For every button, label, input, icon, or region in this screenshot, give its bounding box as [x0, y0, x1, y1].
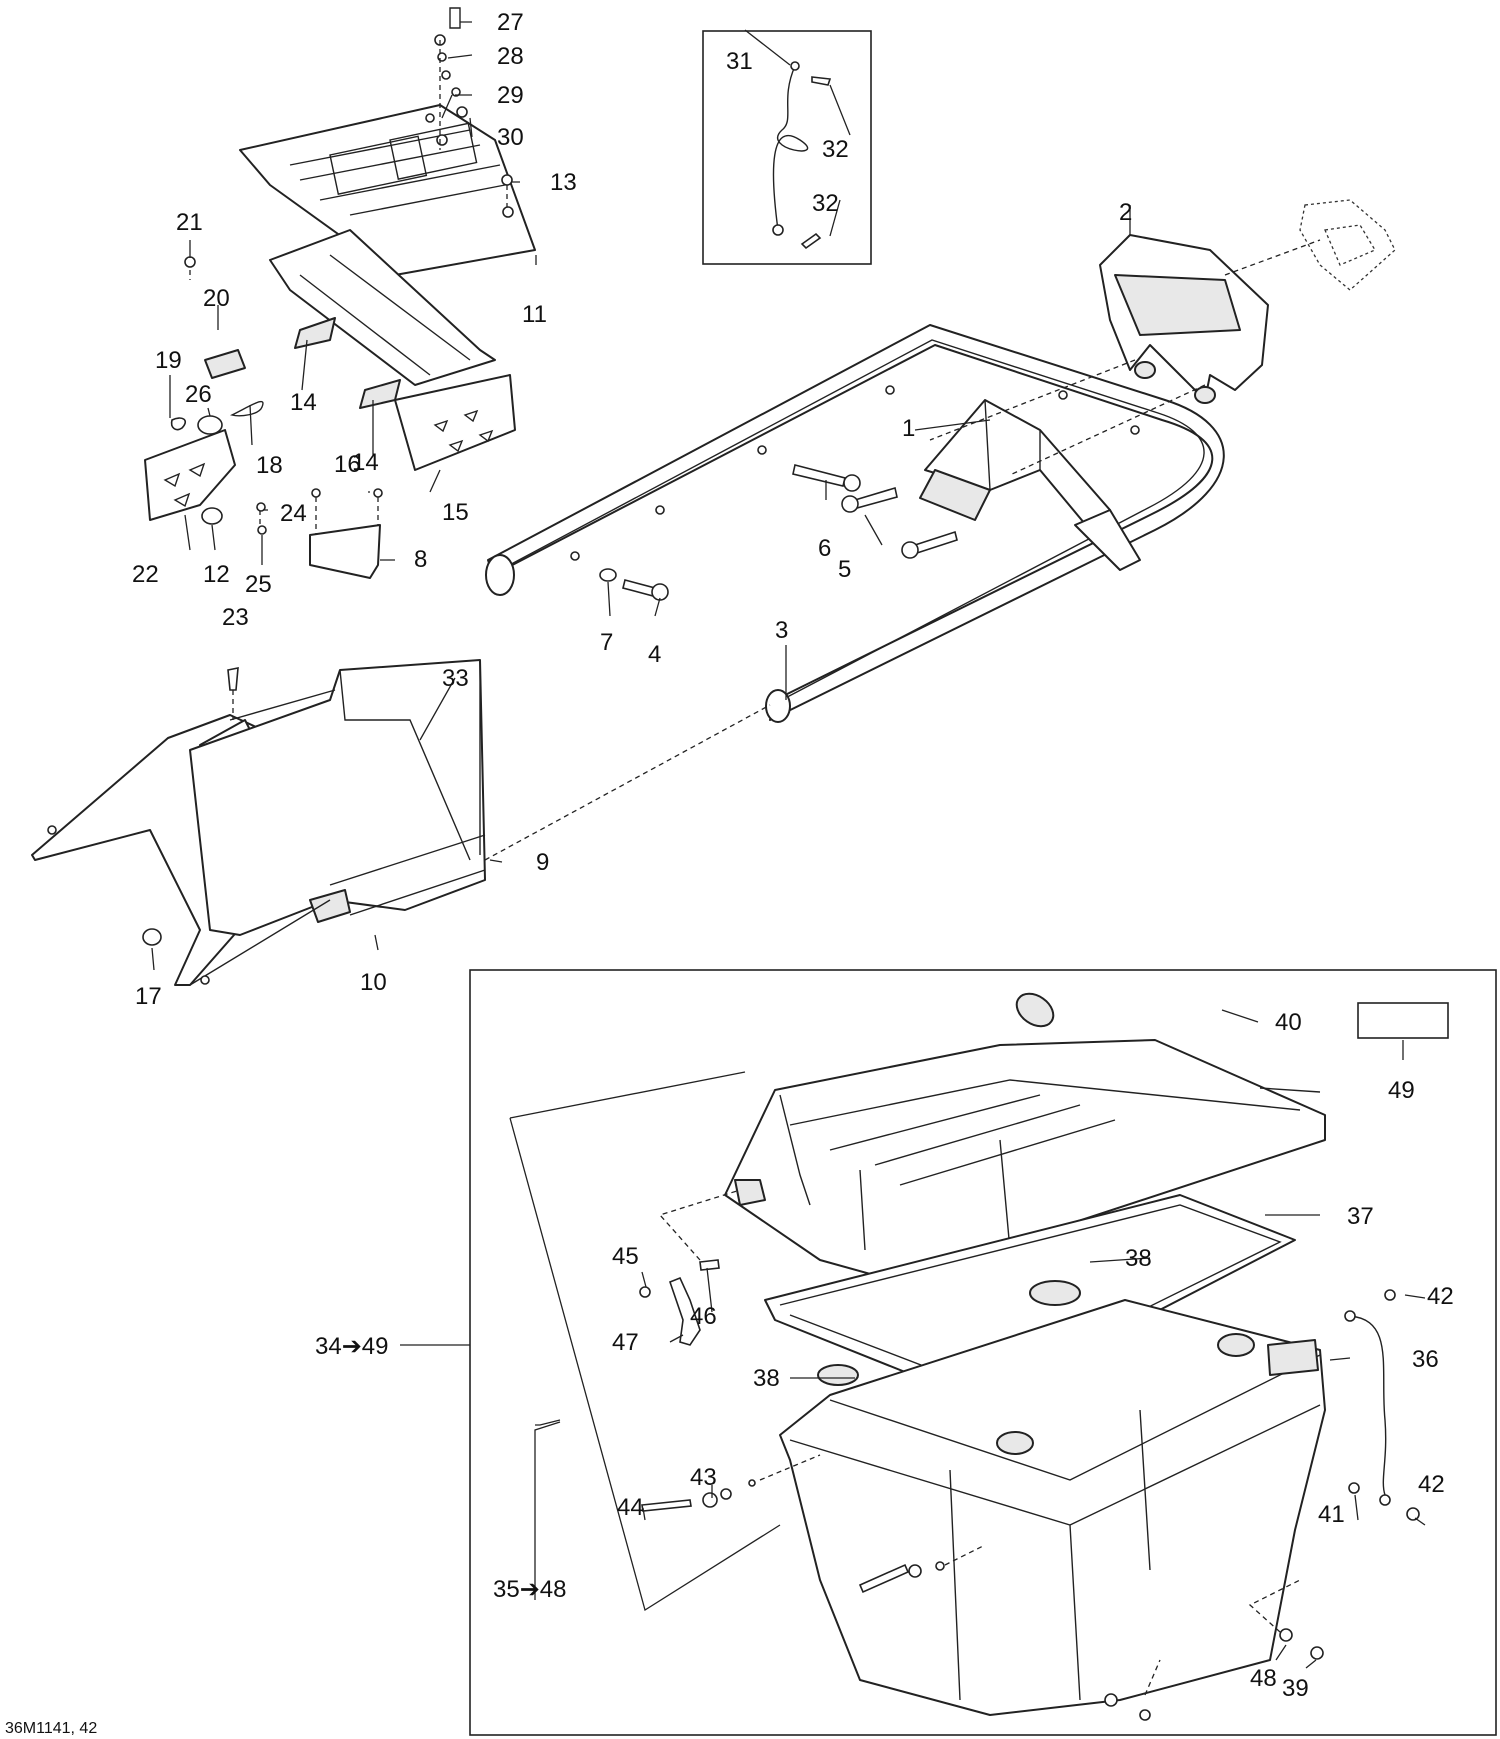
callout-25: 25 — [245, 571, 272, 598]
callout-46: 46 — [690, 1303, 717, 1330]
callout-29: 29 — [497, 82, 524, 109]
callout-12: 12 — [203, 561, 230, 588]
callout-3: 3 — [775, 617, 788, 644]
callout-11: 11 — [522, 301, 547, 328]
callout-14b: 14 — [352, 449, 379, 476]
callout-41: 41 — [1318, 1501, 1345, 1528]
callout-30: 30 — [497, 124, 524, 151]
callout-32b: 32 — [812, 190, 839, 217]
callout-48: 48 — [1250, 1665, 1277, 1692]
callout-37: 37 — [1347, 1203, 1374, 1230]
hitch-bracket-assembly — [144, 256, 383, 579]
callout-31: 31 — [726, 48, 753, 75]
callout-21: 21 — [176, 209, 203, 236]
callout-49: 49 — [1388, 1077, 1415, 1104]
callout-7: 7 — [600, 629, 613, 656]
callout-38b: 38 — [753, 1365, 780, 1392]
callout-5: 5 — [838, 556, 851, 583]
callout-1: 1 — [902, 415, 915, 442]
upper-bracket-assembly — [239, 7, 536, 471]
callout-22: 22 — [132, 561, 159, 588]
callout-45: 45 — [612, 1243, 639, 1270]
range-brackets — [400, 1071, 781, 1612]
callout-42a: 42 — [1427, 1283, 1454, 1310]
callout-24: 24 — [280, 500, 307, 527]
callout-18: 18 — [256, 452, 283, 479]
callout-19: 19 — [155, 347, 182, 374]
callout-27: 27 — [497, 9, 524, 36]
callout-36: 36 — [1412, 1346, 1439, 1373]
callout-6: 6 — [818, 535, 831, 562]
callout-14a: 14 — [290, 389, 317, 416]
callout-15: 15 — [442, 499, 469, 526]
callout-47: 47 — [612, 1329, 639, 1356]
callout-17: 17 — [135, 983, 162, 1010]
callout-4: 4 — [648, 641, 661, 668]
rear-fender — [31, 659, 771, 986]
range-35-48: 35➔48 — [493, 1576, 567, 1603]
callout-8: 8 — [414, 546, 427, 573]
storage-box-assembly — [469, 969, 1497, 1736]
callout-38a: 38 — [1125, 1245, 1152, 1272]
range-34-49: 34➔49 — [315, 1333, 389, 1360]
callout-28: 28 — [497, 43, 524, 70]
rail-frame — [485, 199, 1396, 723]
drawing-reference: 36M1141, 42 — [5, 1720, 97, 1737]
callouts: 1 2 3 4 5 6 7 8 9 10 11 12 13 14 14 15 1… — [5, 9, 1454, 1737]
callout-10: 10 — [360, 969, 387, 996]
callout-20: 20 — [203, 285, 230, 312]
callout-44: 44 — [617, 1494, 644, 1521]
callout-40: 40 — [1275, 1009, 1302, 1036]
callout-9: 9 — [536, 849, 549, 876]
callout-42b: 42 — [1418, 1471, 1445, 1498]
leader-lines — [151, 21, 1426, 1669]
callout-2: 2 — [1119, 199, 1132, 226]
callout-26: 26 — [185, 381, 212, 408]
callout-13: 13 — [550, 169, 577, 196]
cable-inset — [702, 30, 872, 265]
callout-16: 16 — [334, 451, 361, 478]
callout-32a: 32 — [822, 136, 849, 163]
callout-43: 43 — [690, 1464, 717, 1491]
callout-33: 33 — [442, 665, 469, 692]
callout-39: 39 — [1282, 1675, 1309, 1702]
callout-23: 23 — [222, 604, 249, 631]
